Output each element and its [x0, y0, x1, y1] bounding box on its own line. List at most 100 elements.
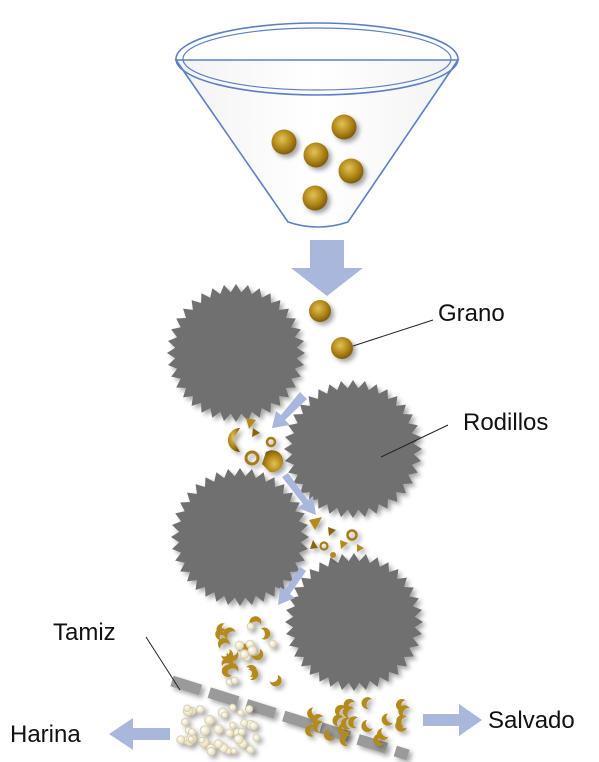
flow-arrow [272, 392, 307, 428]
grain [309, 300, 331, 322]
flour-particle [196, 705, 205, 714]
roller [167, 284, 305, 422]
flour-particle [246, 622, 255, 631]
sieve [170, 675, 410, 761]
flow-arrow [282, 473, 316, 515]
grain-fragment [252, 428, 260, 437]
grains-in-hopper [271, 114, 364, 211]
bran-flake [395, 698, 406, 711]
bran-flake [323, 728, 336, 741]
flour-particle [206, 746, 216, 756]
bran-flake [396, 714, 407, 727]
flour-particle [247, 645, 258, 656]
flour-particle [268, 639, 277, 648]
flour-particle [213, 739, 224, 749]
bran-flake [223, 627, 236, 640]
label-bran: Salvado [488, 707, 575, 734]
bran-flake [373, 733, 385, 746]
bran-flake [340, 717, 351, 730]
flour-particle [240, 719, 249, 728]
flour-particle [228, 703, 237, 712]
grain-fragment [246, 418, 256, 429]
grain-fragment [262, 450, 284, 473]
bran-flake [334, 704, 347, 717]
grain [331, 114, 357, 140]
flour-particle [187, 735, 195, 743]
bran-flake [251, 648, 264, 661]
flow-arrow [278, 567, 306, 605]
flour-particle [233, 734, 244, 745]
roller [285, 553, 423, 691]
rollers-group [167, 284, 423, 691]
grain [271, 129, 297, 155]
flour-particle [249, 721, 258, 731]
broken-grains-2 [309, 517, 364, 558]
bran-flake [348, 716, 359, 729]
flour-particle [176, 735, 186, 745]
label-flour: Harina [10, 721, 81, 748]
grain [338, 158, 364, 184]
bran-flake [332, 714, 344, 727]
bran-flake [361, 720, 373, 732]
roller [284, 380, 422, 518]
rollers-leader-line [380, 424, 449, 458]
grain [303, 142, 329, 168]
grain [302, 185, 328, 211]
flour-particle [252, 733, 261, 742]
bran-flake [361, 697, 373, 710]
flour-particle [187, 728, 196, 736]
flour-pile [176, 703, 261, 756]
label-grain: Grano [438, 300, 505, 327]
grain-leader-line [352, 319, 434, 347]
bran-flake [381, 713, 393, 726]
broken-grains-1 [228, 418, 284, 473]
flour-particle [183, 704, 191, 712]
sieve-leader-line [145, 636, 181, 691]
label-rollers: Rodillos [463, 409, 548, 436]
flour-particle [237, 709, 245, 717]
bran-flake [247, 668, 259, 681]
flour-particle [230, 676, 239, 685]
flour-particle [213, 724, 224, 735]
milled-mix [215, 616, 282, 687]
bran-arrow [423, 704, 482, 736]
flour-particle [239, 649, 249, 659]
bran-flake [376, 728, 389, 741]
bran-flake [305, 724, 315, 737]
flour-particle [246, 745, 255, 754]
bran-flake [215, 628, 227, 641]
flour-particle [221, 711, 228, 719]
grain-fragment [244, 450, 260, 466]
bran-pile [305, 697, 410, 746]
bran-flake [249, 616, 262, 626]
flour-particle [229, 721, 237, 729]
flour-particle [245, 704, 254, 713]
feed-arrow [291, 240, 363, 296]
falling-grains [309, 300, 353, 359]
bran-flake [337, 723, 350, 736]
grain [331, 337, 353, 359]
bran-flake [217, 638, 230, 649]
grain-fragment [228, 428, 240, 452]
flour-particle [198, 736, 206, 744]
flour-particle [234, 640, 245, 650]
flour-particle [225, 728, 234, 738]
roller [171, 468, 309, 606]
grain-fragment [265, 436, 277, 448]
flour-particle [204, 714, 215, 726]
bran-flake [339, 734, 350, 746]
flour-particle [237, 727, 246, 736]
bran-flake [221, 664, 232, 677]
flow-arrows [272, 392, 316, 605]
bran-flake [312, 720, 324, 733]
flour-arrow [109, 718, 170, 750]
flour-particle [230, 747, 238, 755]
bran-flake [343, 699, 356, 711]
bran-flake [221, 657, 234, 668]
bran-flake [260, 627, 271, 640]
flour-particle [181, 717, 189, 726]
label-sieve: Tamiz [53, 619, 116, 646]
bran-flake [269, 674, 282, 687]
flour-particle [199, 725, 210, 736]
